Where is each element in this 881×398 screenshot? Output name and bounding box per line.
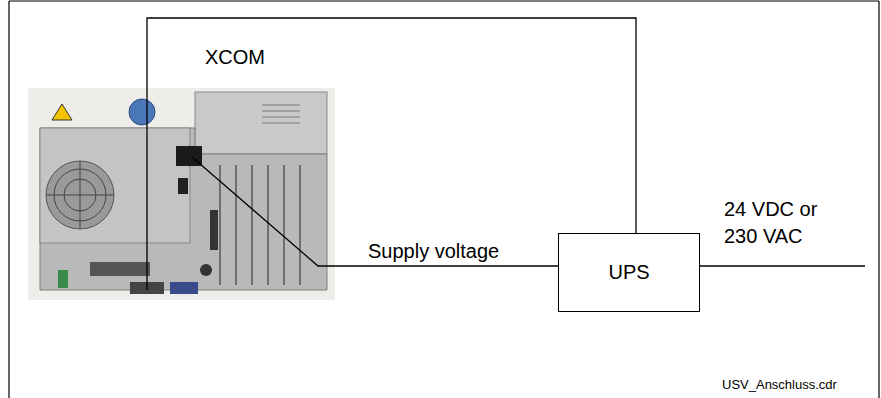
wires [147,18,865,290]
mains-wire [700,265,865,266]
voltage-label: 24 VDC or 230 VAC [724,196,836,250]
ups-box: UPS [558,233,700,312]
box-label: UPS [608,261,649,284]
frame [9,1,879,398]
wire-label: Supply voltage [368,238,499,265]
pc-photo [28,88,335,300]
supply-wire [192,157,558,266]
file-name: USV_Anschluss.cdr [722,376,837,394]
signal-name: XCOM [205,44,265,71]
